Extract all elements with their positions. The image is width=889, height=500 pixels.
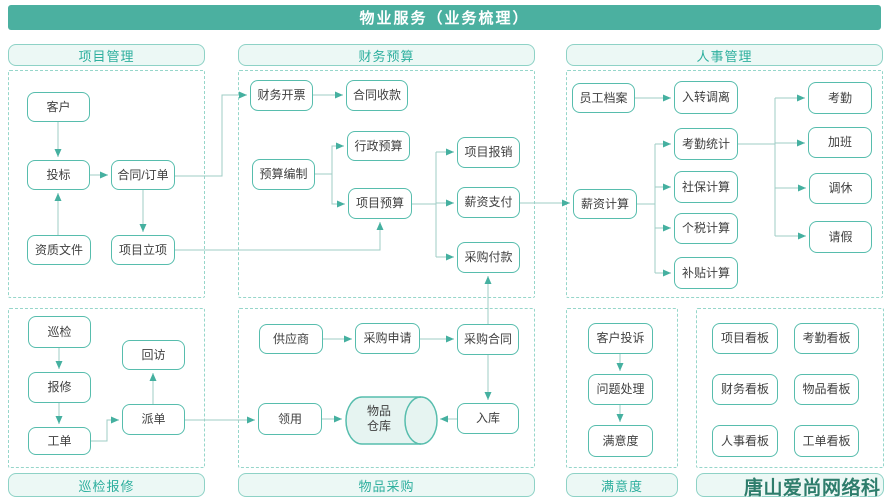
node-inbound: 入库	[457, 403, 519, 434]
node-purchase-contract: 采购合同	[457, 324, 519, 355]
section-procurement-container	[238, 308, 535, 468]
node-project-initiation: 项目立项	[111, 235, 175, 265]
node-finance-invoicing: 财务开票	[250, 80, 313, 111]
node-salary-payment: 薪资支付	[457, 187, 520, 218]
section-dashboards-header	[696, 473, 884, 497]
node-attendance-board: 考勤看板	[794, 323, 859, 354]
node-goods-board: 物品看板	[794, 374, 859, 405]
node-work-order: 工单	[28, 427, 91, 455]
node-leave-request: 请假	[809, 221, 872, 253]
section-hr-container	[566, 70, 883, 298]
node-contract-collection: 合同收款	[346, 80, 408, 111]
section-dashboards-container	[696, 308, 884, 468]
node-customer-complaint: 客户投诉	[588, 323, 653, 354]
node-hr-board: 人事看板	[712, 425, 778, 457]
node-budget-preparation: 预算编制	[252, 159, 315, 190]
node-satisfaction: 满意度	[588, 425, 653, 457]
node-requisition: 领用	[258, 403, 322, 435]
node-salary-calc: 薪资计算	[573, 189, 637, 219]
node-purchase-request: 采购申请	[355, 323, 420, 354]
node-bidding: 投标	[27, 160, 90, 190]
node-attendance-stats: 考勤统计	[674, 128, 738, 160]
node-customer: 客户	[27, 92, 90, 122]
node-goods-warehouse: 物品 仓库	[366, 404, 391, 433]
node-subsidy-calc: 补贴计算	[674, 257, 738, 289]
vendor-watermark: 唐山爱尚网络科技	[744, 478, 881, 499]
node-project-board: 项目看板	[712, 323, 778, 354]
node-attendance: 考勤	[808, 82, 872, 114]
section-inspection-container	[8, 308, 205, 468]
node-admin-budget: 行政预算	[347, 131, 410, 161]
node-project-reimbursement: 项目报销	[457, 137, 520, 168]
node-issue-handling: 问题处理	[588, 374, 653, 405]
node-contract-order: 合同/订单	[111, 160, 175, 190]
node-supplier: 供应商	[259, 324, 323, 354]
node-follow-up: 回访	[122, 340, 185, 370]
node-finance-board: 财务看板	[712, 374, 778, 405]
section-finance-container	[238, 70, 535, 298]
node-staff-transfer: 入转调离	[674, 81, 738, 114]
node-workorder-board: 工单看板	[794, 425, 859, 457]
section-satisfaction-container	[566, 308, 678, 468]
section-hr-header: 人事管理	[566, 44, 883, 66]
node-qualification-files: 资质文件	[27, 235, 91, 265]
node-social-security-calc: 社保计算	[674, 171, 738, 203]
node-project-budget: 项目预算	[348, 188, 412, 219]
node-employee-files: 员工档案	[572, 83, 635, 113]
section-project-container	[8, 70, 205, 298]
node-dispatch: 派单	[122, 404, 185, 435]
section-satisfaction-header: 满意度	[566, 473, 678, 497]
node-comp-leave: 调休	[809, 173, 872, 204]
section-inspection-header: 巡检报修	[8, 473, 205, 497]
node-overtime: 加班	[808, 127, 872, 158]
section-procurement-header: 物品采购	[238, 473, 535, 497]
section-project-header: 项目管理	[8, 44, 205, 66]
node-purchase-payment: 采购付款	[457, 242, 520, 273]
node-repair-report: 报修	[28, 372, 91, 403]
node-inspection: 巡检	[28, 316, 91, 348]
diagram-title: 物业服务（业务梳理）	[8, 5, 881, 30]
section-finance-header: 财务预算	[238, 44, 535, 66]
node-income-tax-calc: 个税计算	[674, 213, 738, 244]
